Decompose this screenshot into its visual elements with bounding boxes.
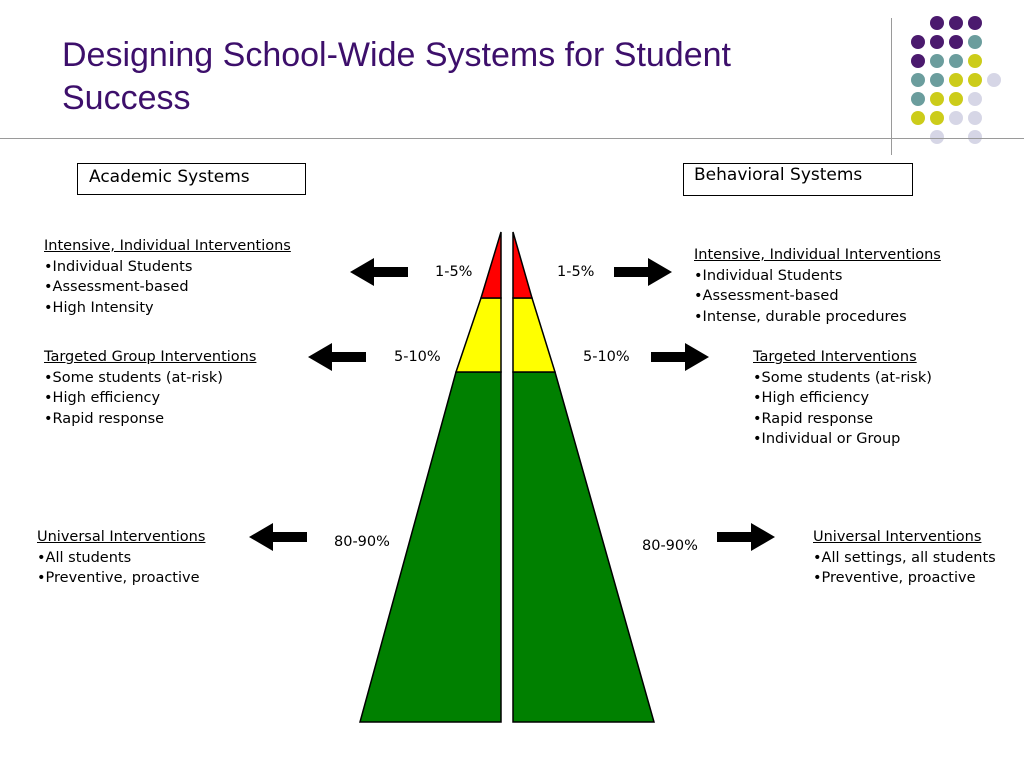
academic-intensive-tier <box>479 231 502 299</box>
decorative-dot <box>930 54 944 68</box>
academic-targeted-item: •Rapid response <box>44 410 165 427</box>
academic-pct-targeted: 5-10% <box>394 349 441 365</box>
decorative-vertical-line <box>891 18 892 155</box>
arrow-left-universal <box>249 523 307 551</box>
behavioral-universal-tier <box>512 371 655 723</box>
decorative-dot <box>911 111 925 125</box>
academic-universal-item: •Preventive, proactive <box>37 570 200 586</box>
decorative-dot <box>968 35 982 49</box>
behavioral-systems-box: Behavioral Systems <box>683 163 913 196</box>
behavioral-targeted-block: Targeted Interventions •Some students (a… <box>753 347 932 450</box>
academic-intensive-item: •Assessment-based <box>44 279 189 295</box>
behavioral-targeted-item: •Rapid response <box>753 410 874 427</box>
academic-targeted-item: •Some students (at-risk) <box>44 369 223 386</box>
behavioral-targeted-item: •Individual or Group <box>753 431 901 447</box>
behavioral-targeted-item: •High efficiency <box>753 390 870 406</box>
decorative-dot <box>949 54 963 68</box>
decorative-horizontal-line <box>0 138 1024 139</box>
decorative-dot <box>930 92 944 106</box>
decorative-dot <box>949 92 963 106</box>
academic-intensive-heading: Intensive, Individual Interventions <box>44 238 291 254</box>
decorative-dot <box>911 54 925 68</box>
academic-systems-box: Academic Systems <box>77 163 306 195</box>
decorative-dot <box>930 73 944 87</box>
behavioral-intensive-tier <box>512 231 533 299</box>
academic-universal-item: •All students <box>37 549 132 566</box>
behavioral-targeted-item: •Some students (at-risk) <box>753 369 932 386</box>
decorative-dot <box>949 111 963 125</box>
arrow-left-targeted <box>308 343 366 371</box>
decorative-dot <box>968 16 982 30</box>
academic-intensive-item: •Individual Students <box>44 258 193 275</box>
behavioral-universal-item: •All settings, all students <box>813 549 996 566</box>
behavioral-intensive-item: •Individual Students <box>694 267 843 284</box>
behavioral-intensive-item: •Assessment-based <box>694 288 839 304</box>
corner-dot-decoration <box>911 16 1001 144</box>
decorative-dot <box>949 73 963 87</box>
slide-title: Designing School-Wide Systems for Studen… <box>62 34 882 120</box>
decorative-dot <box>968 130 982 144</box>
behavioral-pct-targeted: 5-10% <box>583 349 630 365</box>
behavioral-targeted-tier <box>512 297 557 373</box>
decorative-dot <box>930 111 944 125</box>
arrow-right-intensive <box>614 258 672 286</box>
academic-targeted-block: Targeted Group Interventions •Some stude… <box>44 347 256 429</box>
academic-targeted-tier <box>454 297 502 373</box>
behavioral-intensive-heading: Intensive, Individual Interventions <box>694 247 941 263</box>
arrow-left-intensive <box>350 258 408 286</box>
decorative-dot <box>987 73 1001 87</box>
slide-title-line-1: Designing School-Wide Systems for Studen… <box>62 36 731 74</box>
academic-pct-intensive: 1-5% <box>435 264 473 280</box>
decorative-dot <box>930 35 944 49</box>
decorative-dot <box>930 16 944 30</box>
decorative-dot <box>911 92 925 106</box>
behavioral-intensive-item: •Intense, durable procedures <box>694 308 907 325</box>
decorative-dot <box>968 73 982 87</box>
academic-intensive-item: •High Intensity <box>44 299 154 316</box>
academic-pct-universal: 80-90% <box>334 534 390 550</box>
decorative-dot <box>911 73 925 87</box>
arrow-right-universal <box>717 523 775 551</box>
behavioral-pct-universal: 80-90% <box>642 538 698 554</box>
decorative-dot <box>949 16 963 30</box>
behavioral-universal-item: •Preventive, proactive <box>813 570 976 586</box>
slide-title-line-2: Success <box>62 79 191 117</box>
behavioral-pct-intensive: 1-5% <box>557 264 595 280</box>
arrow-right-targeted <box>651 343 709 371</box>
academic-targeted-heading: Targeted Group Interventions <box>44 349 257 365</box>
decorative-dot <box>949 35 963 49</box>
academic-universal-block: Universal Interventions •All students •P… <box>37 527 205 589</box>
academic-targeted-item: •High efficiency <box>44 390 161 406</box>
decorative-dot <box>968 54 982 68</box>
decorative-dot <box>968 111 982 125</box>
decorative-dot <box>911 35 925 49</box>
academic-intensive-block: Intensive, Individual Interventions •Ind… <box>44 236 291 318</box>
decorative-dot <box>968 92 982 106</box>
behavioral-universal-heading: Universal Interventions <box>813 529 982 545</box>
behavioral-universal-block: Universal Interventions •All settings, a… <box>813 527 996 589</box>
behavioral-targeted-heading: Targeted Interventions <box>753 349 917 365</box>
academic-universal-heading: Universal Interventions <box>37 529 206 545</box>
behavioral-intensive-block: Intensive, Individual Interventions •Ind… <box>694 245 941 327</box>
decorative-dot <box>930 130 944 144</box>
